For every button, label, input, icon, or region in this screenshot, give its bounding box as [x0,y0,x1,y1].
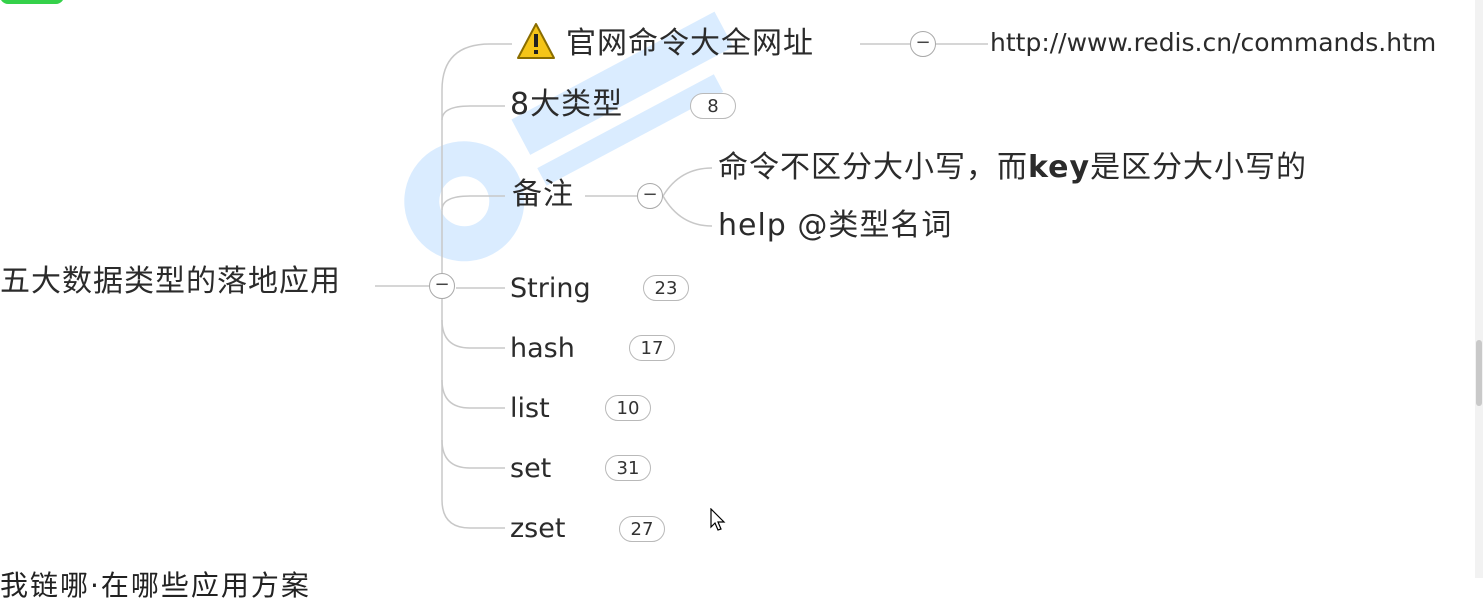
root-topic[interactable]: 五大数据类型的落地应用 [0,264,341,299]
website-collapse-toggle[interactable]: − [910,31,936,57]
notes-child-case-prefix: 命令不区分大小写，而 [718,150,1028,185]
notes-collapse-toggle[interactable]: − [637,183,663,209]
notes-child-help[interactable]: help @类型名词 [718,208,953,243]
list-count-badge[interactable]: 10 [605,395,651,421]
notes-label[interactable]: 备注 [512,177,574,212]
set-label[interactable]: set [510,453,552,484]
set-count-badge[interactable]: 31 [605,455,651,481]
notes-child-case-key: key [1028,150,1091,185]
mouse-cursor-icon [710,507,726,536]
green-tab-indicator [0,0,64,4]
notes-child-case-suffix: 是区分大小写的 [1090,150,1308,185]
website-label[interactable]: 官网命令大全网址 [566,26,814,61]
types-label[interactable]: 8大类型 [510,87,624,122]
hash-label[interactable]: hash [510,333,575,364]
zset-count-badge[interactable]: 27 [619,516,665,542]
hash-count-badge[interactable]: 17 [629,335,675,361]
list-label[interactable]: list [510,393,550,424]
types-count-badge[interactable]: 8 [690,93,736,119]
string-label[interactable]: String [510,273,591,304]
watermark-logo [342,0,818,339]
vertical-scrollbar[interactable] [1475,0,1483,578]
string-count-badge[interactable]: 23 [643,275,689,301]
warning-icon [516,22,556,64]
notes-child-case-sensitivity[interactable]: 命令不区分大小写，而key是区分大小写的 [718,150,1307,186]
bottom-cut-topic[interactable]: 我链哪·在哪些应用方案 [0,569,311,602]
root-collapse-toggle[interactable]: − [429,273,455,299]
zset-label[interactable]: zset [510,513,566,544]
scrollbar-thumb[interactable] [1476,340,1482,406]
website-url[interactable]: http://www.redis.cn/commands.htm [990,28,1437,57]
